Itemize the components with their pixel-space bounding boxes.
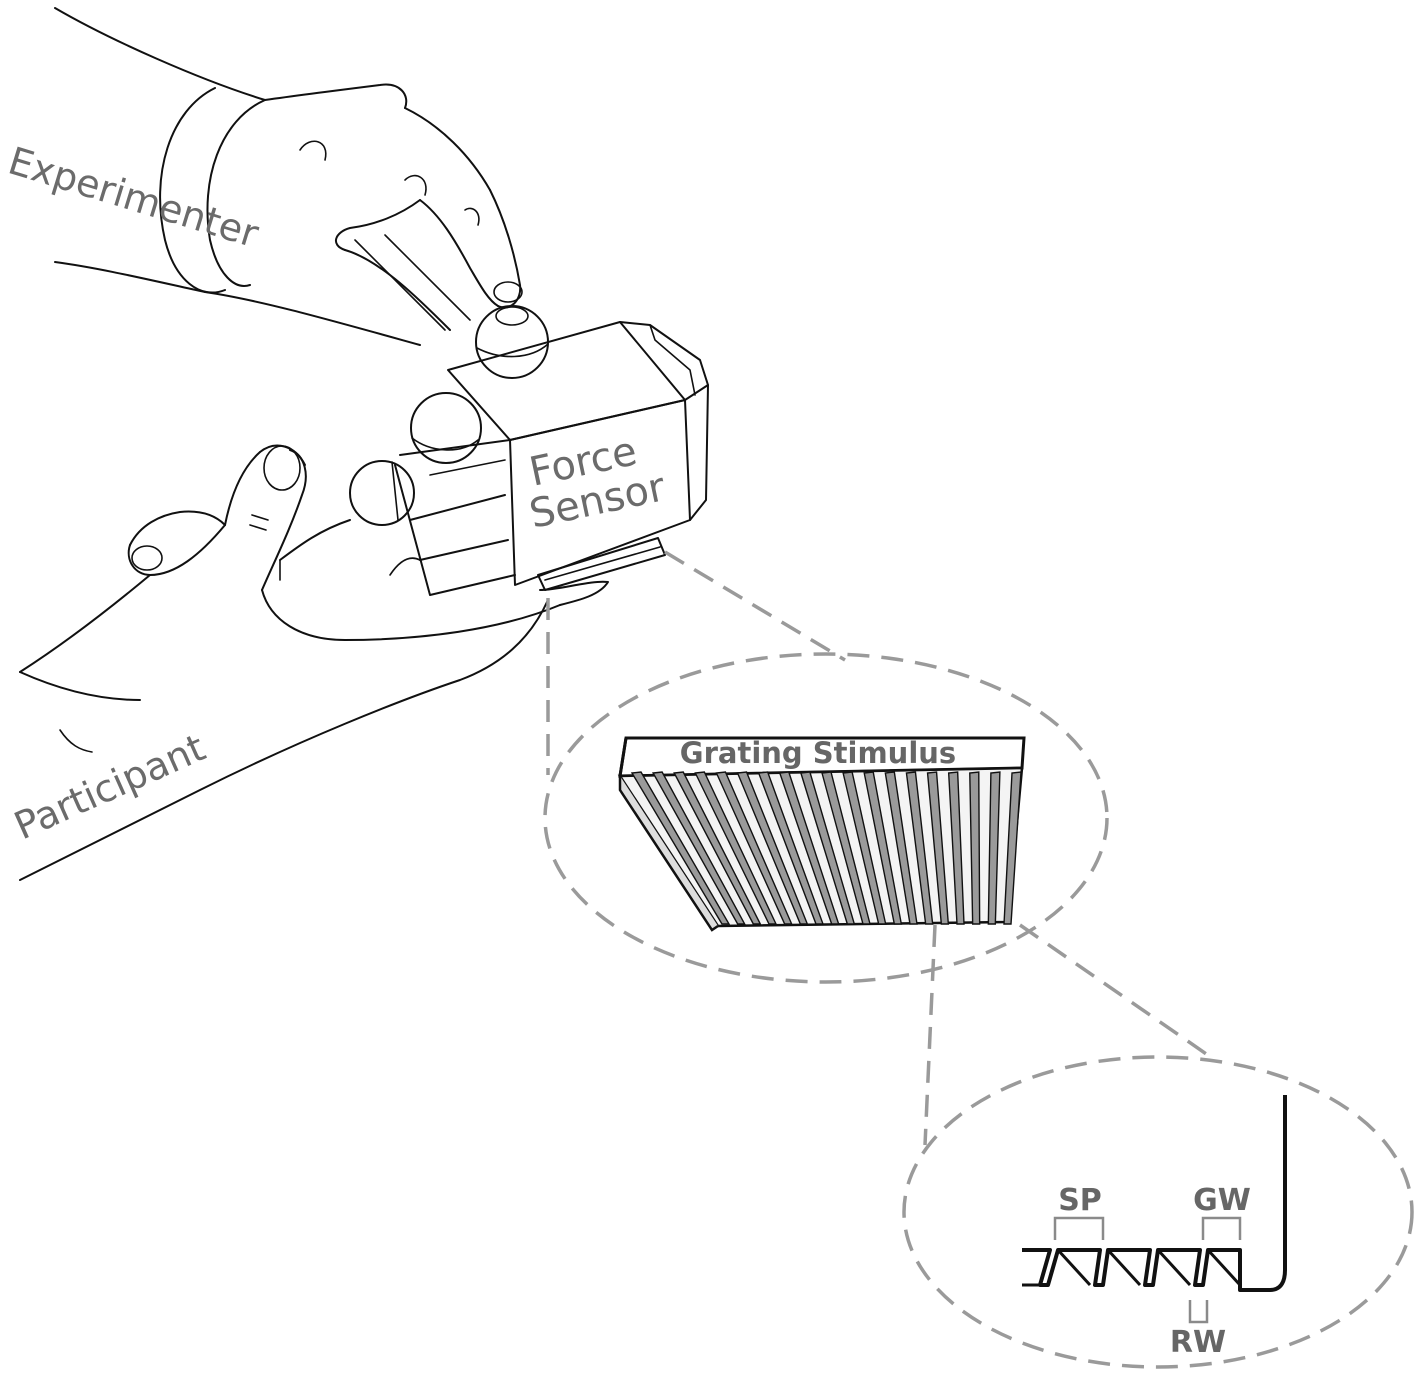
sp-label: SP [1058,1183,1102,1218]
force-sensor-drawing [349,305,709,596]
grating-profile-drawing [1022,1095,1287,1292]
grating-stimulus-drawing [617,736,1026,932]
participant-hand-drawing [19,444,609,881]
grating-ridge [778,771,840,925]
grating-ridge [715,771,793,925]
grating-ridge [651,771,746,925]
grating-ridge [736,771,809,925]
zoom-connector-2 [923,923,1216,1146]
grating-ridge [673,771,762,925]
grating-ridge [969,771,981,925]
grating-ridges [630,771,1022,925]
grating-ridge [947,771,965,925]
grating-ridge [842,771,887,925]
participant-label: Participant [8,725,212,848]
sp-bracket [1053,1216,1105,1240]
grating-ridge [630,771,731,925]
gw-label: GW [1193,1183,1251,1218]
grating-ridge [884,771,918,925]
rw-label: RW [1170,1325,1226,1360]
grating-ridge [987,771,1001,925]
gw-bracket [1201,1216,1242,1240]
grating-ridge [821,771,871,925]
grating-ridge [694,771,778,925]
zoom-ellipse-stimulus [543,652,1109,984]
rw-bracket [1188,1300,1209,1324]
grating-ridge [863,771,903,925]
grating-ridge [757,771,824,925]
experimenter-label: Experimenter [3,139,263,257]
zoom-connector-1 [546,550,846,775]
grating-ridge [905,771,934,925]
grating-stimulus-label: Grating Stimulus [680,736,956,770]
zoom-ellipse-profile [902,1055,1414,1369]
grating-ridge [1003,771,1022,925]
experimenter-hand-drawing [54,7,523,346]
grating-ridge [926,771,950,925]
grating-ridge [799,771,856,925]
